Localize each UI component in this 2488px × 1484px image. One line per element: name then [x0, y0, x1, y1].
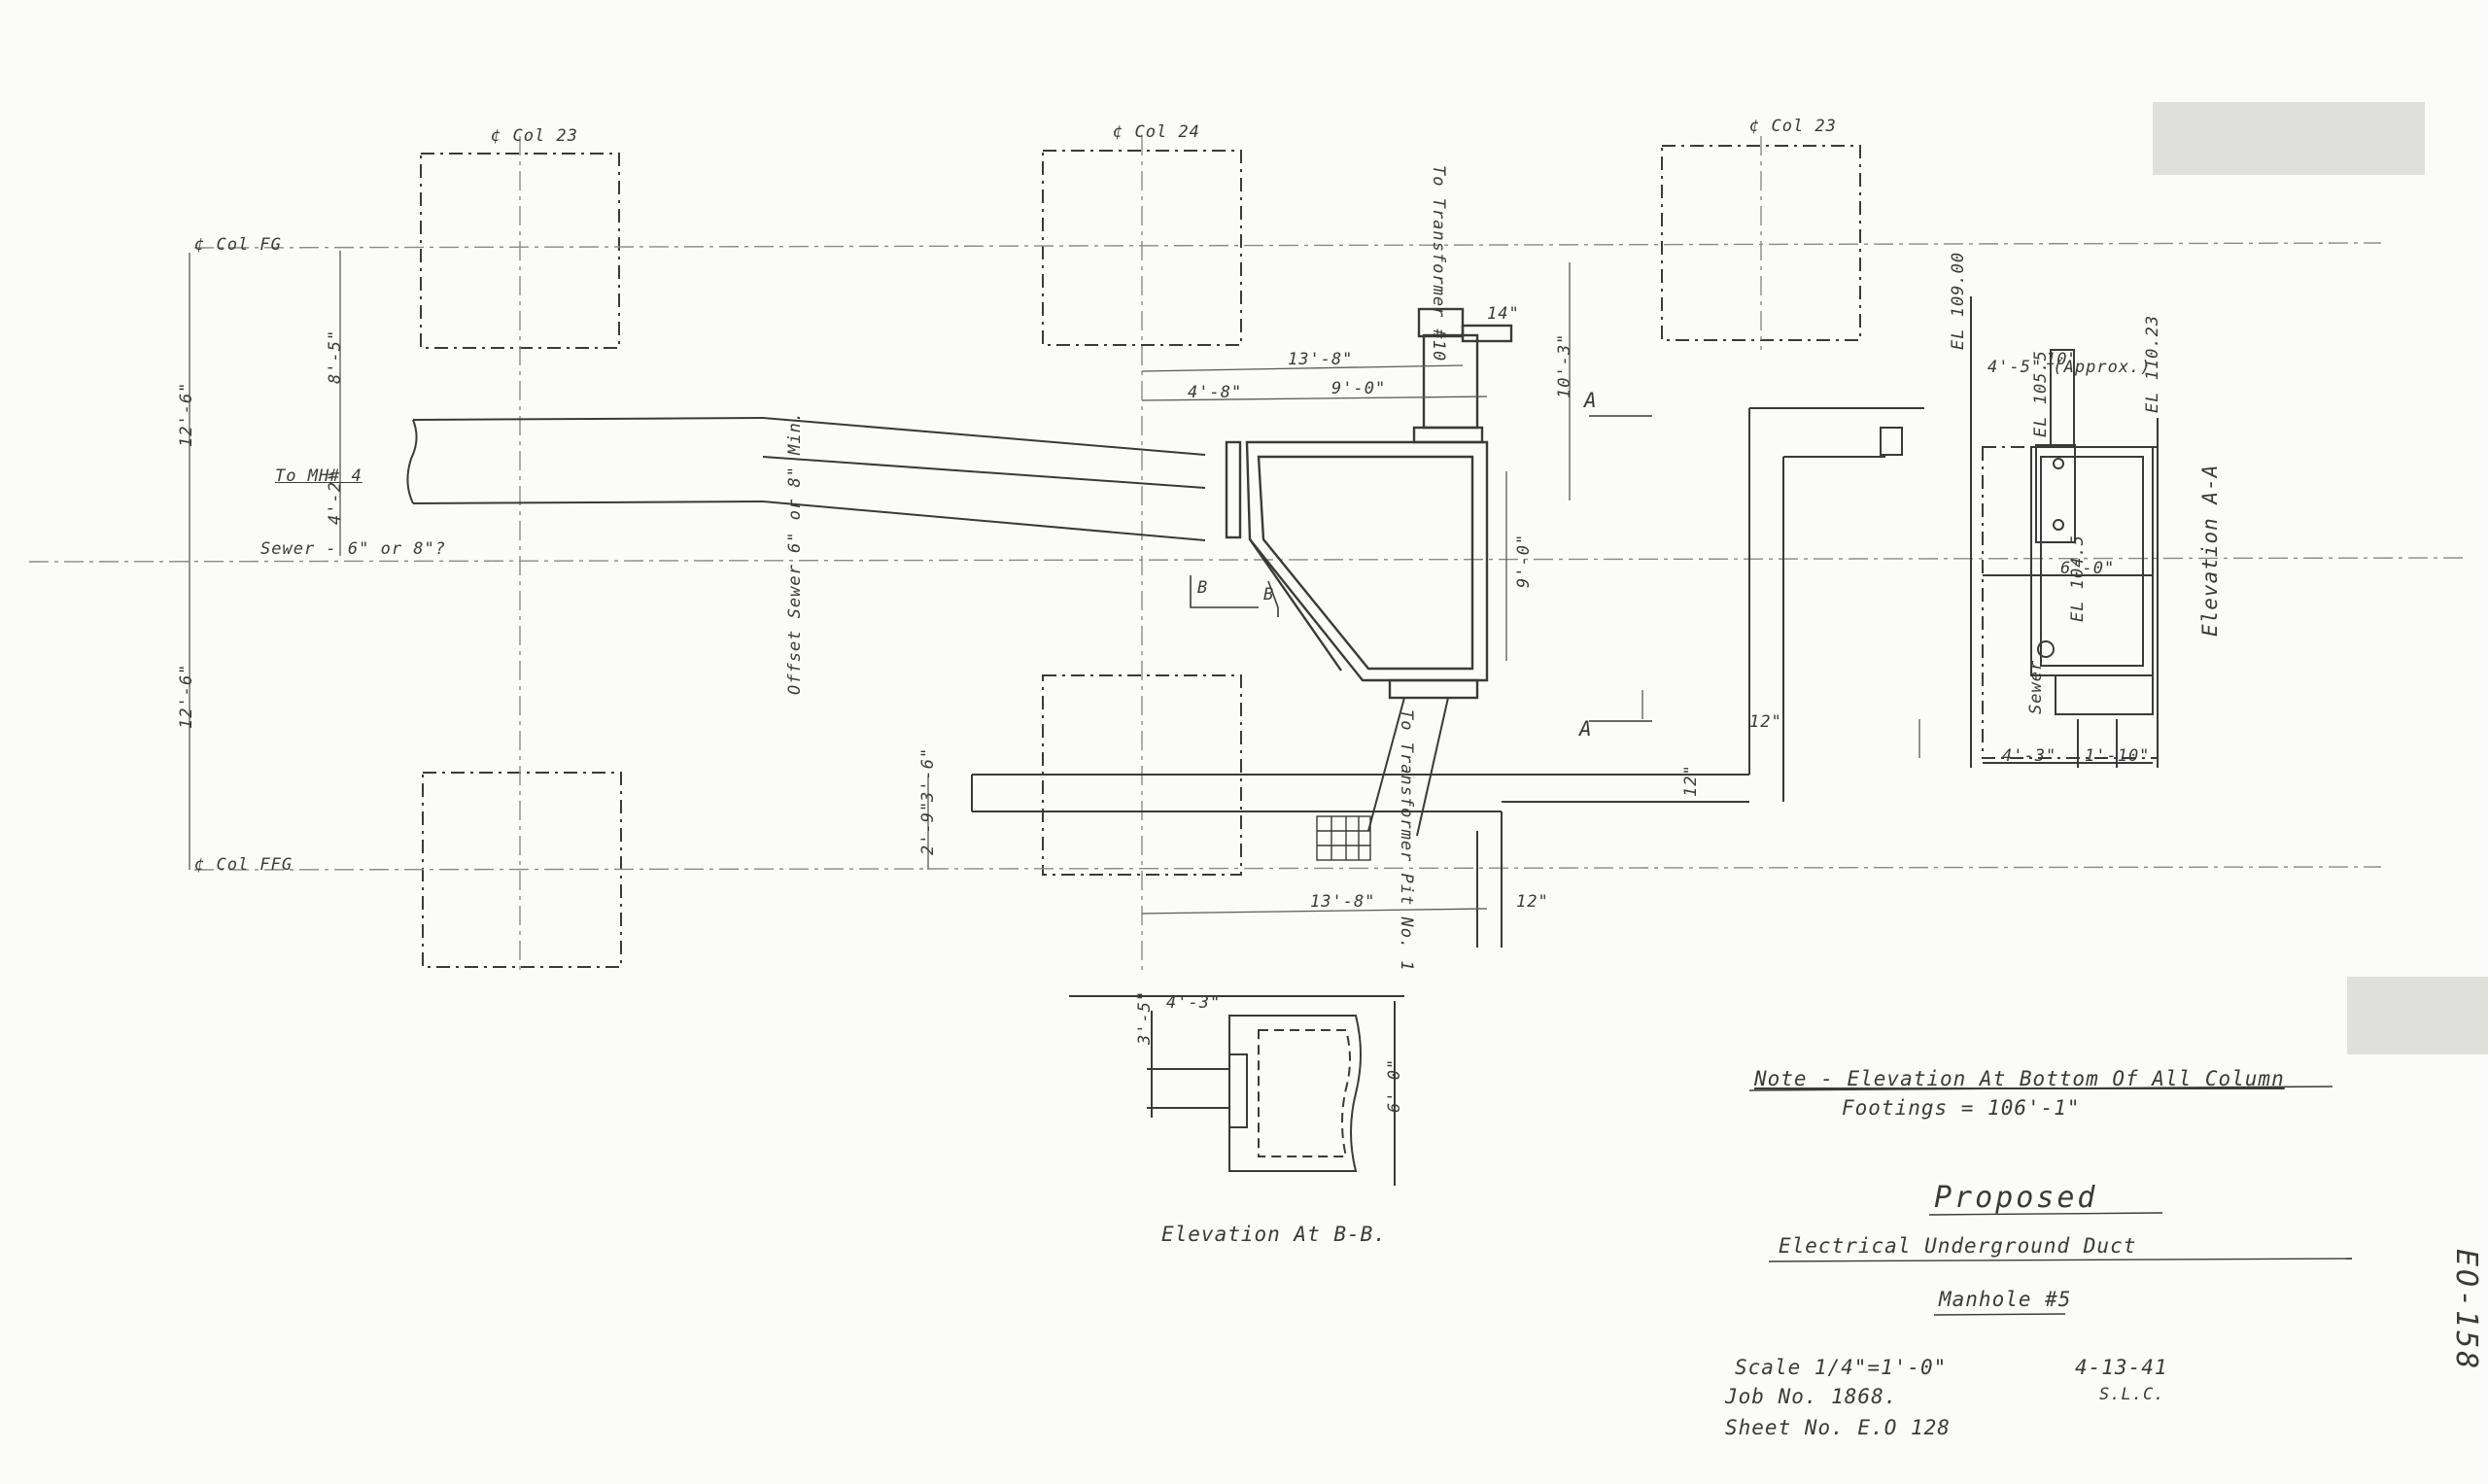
- dim-8-5: 8'-5": [326, 328, 345, 384]
- el-109-label: EL 109.00: [1949, 251, 1968, 350]
- footing-outlines: [420, 145, 1861, 968]
- elevation-aa-drawing: [1970, 296, 2159, 768]
- note-line1: Note - Elevation At Bottom Of All Column: [1754, 1067, 2285, 1090]
- section-b-right: B: [1263, 585, 1275, 604]
- dim-14: 14": [1487, 304, 1520, 324]
- job-label: Job No. 1868.: [1725, 1385, 1898, 1408]
- dim-6-0-aa: 6'-0": [2060, 559, 2116, 578]
- smudge-right-edge: [2347, 977, 2488, 1054]
- dim-13-8-bottom: 13'-8": [1310, 892, 1376, 912]
- dim-10-3: 10'-3": [1555, 332, 1574, 398]
- section-markers: [1190, 415, 1652, 722]
- offset-sewer-label: Offset Sewer 6" or 8" Min.: [785, 410, 805, 695]
- to-transformer-pit-label: To Transformer Pit No. 1: [1397, 709, 1416, 972]
- dim-12-6-lower: 12'-6": [177, 663, 196, 729]
- dim-4-8: 4'-8": [1188, 383, 1243, 402]
- dim-6-0: 6'-0": [1385, 1057, 1404, 1113]
- dim-4-3: 4'-3": [1166, 993, 1222, 1013]
- approx-label: 4'-5" (Approx.): [1987, 358, 2152, 377]
- note-line2: Footings = 106'-1": [1842, 1096, 2081, 1120]
- dim-12-c: 12": [1681, 764, 1701, 797]
- dim-12-6-upper: 12'-6": [177, 381, 196, 447]
- el-104-label: EL 104.5: [2068, 535, 2088, 622]
- dim-3-5: 3'-5": [1135, 989, 1155, 1045]
- lower-duct-run: [971, 407, 1924, 948]
- drawing-number: EO-158: [2449, 1249, 2483, 1372]
- section-a-top: A: [1584, 389, 1598, 412]
- section-b-left: B: [1197, 578, 1209, 598]
- section-a-bottom: A: [1579, 717, 1593, 741]
- dim-4-3-aa: 4'-3": [2002, 746, 2057, 766]
- dim-9-0-top: 9'-0": [1331, 379, 1387, 398]
- duct-to-pit: [1316, 697, 1449, 861]
- to-transformer-label: To Transformer #10: [1429, 165, 1448, 362]
- title-line2: Electrical Underground Duct: [1779, 1234, 2137, 1258]
- initials-label: S.L.C.: [2099, 1385, 2165, 1404]
- sheet-label: Sheet No. E.O 128: [1725, 1416, 1951, 1439]
- dimension-lines: [189, 251, 1920, 915]
- smudge-top-right: [2153, 102, 2425, 175]
- dim-3-6: 3'-6": [918, 746, 938, 802]
- dim-9-0-right: 9'-0": [1514, 533, 1534, 588]
- elevation-bb-drawing: [1069, 995, 1404, 1186]
- sewer-label: Sewer - 6" or 8"?: [260, 539, 446, 559]
- dim-12-b: 12": [1516, 892, 1549, 912]
- column-center-lines: [28, 136, 2470, 972]
- dim-2-9: 2'-9": [918, 800, 938, 855]
- col-23-right-label: ¢ Col 23: [1749, 117, 1837, 136]
- title-underlines: [1748, 1086, 2353, 1316]
- col-ffg-label: ¢ Col FFG: [194, 855, 294, 875]
- sewer-aa-label: Sewer: [2026, 659, 2046, 714]
- scale-label: Scale 1/4"=1'-0": [1735, 1356, 1948, 1379]
- elevation-aa-label: Elevation A-A: [2198, 464, 2222, 637]
- elevation-bb-label: Elevation At B-B.: [1161, 1223, 1387, 1246]
- dim-10: 10": [2046, 350, 2079, 369]
- manhole-plan: [1225, 307, 1513, 700]
- title-line3: Manhole #5: [1939, 1288, 2072, 1311]
- dim-1-10: 1'-10": [2085, 746, 2151, 766]
- col-fg-label: ¢ Col FG: [194, 235, 282, 255]
- dim-13-8-top: 13'-8": [1288, 350, 1354, 369]
- title-proposed: Proposed: [1934, 1181, 2098, 1215]
- dim-12-a: 12": [1749, 712, 1782, 732]
- col-24-label: ¢ Col 24: [1113, 122, 1200, 142]
- to-mh4-label: To MH# 4: [275, 466, 363, 486]
- date-label: 4-13-41: [2075, 1356, 2168, 1379]
- dim-4-2: 4'-2": [326, 469, 345, 525]
- duct-bank: [406, 417, 1206, 541]
- col-23-left-label: ¢ Col 23: [491, 126, 578, 146]
